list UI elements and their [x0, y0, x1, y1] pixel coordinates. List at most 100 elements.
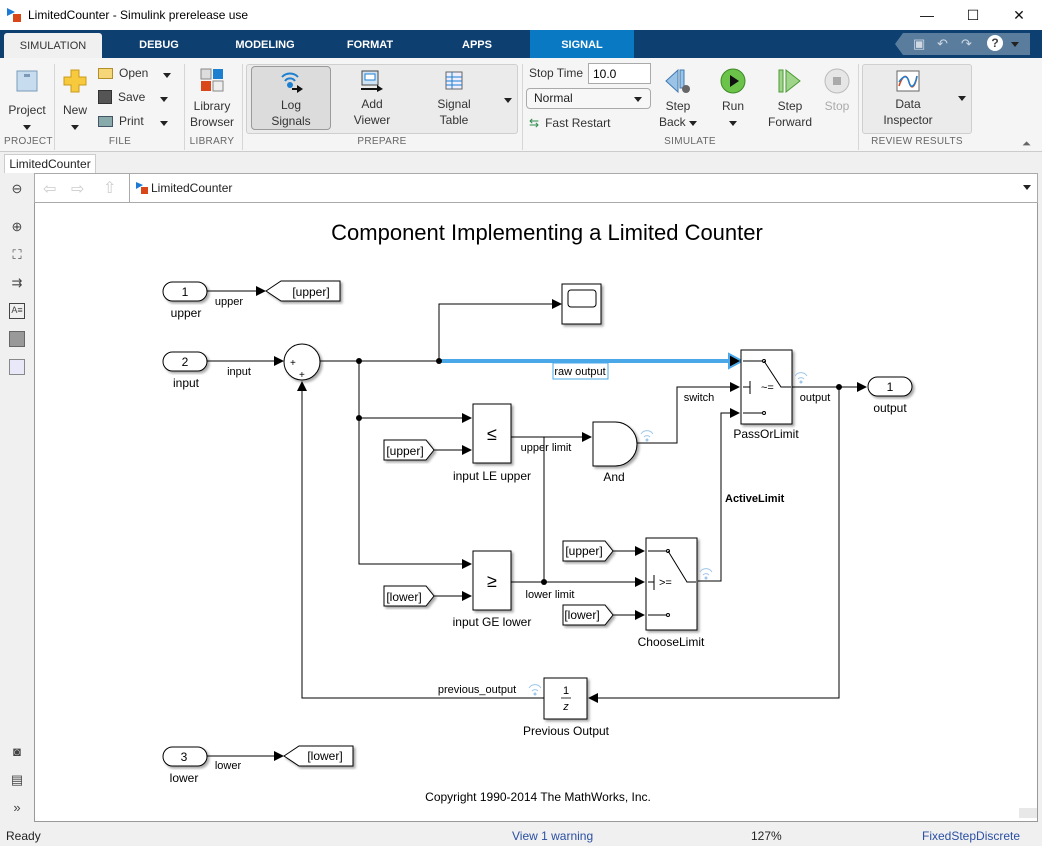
forward-arrow-icon[interactable]: ⇨: [71, 181, 85, 198]
step-back-dropdown-icon[interactable]: [689, 121, 698, 126]
log-signals-button[interactable]: Log Signals: [251, 66, 331, 130]
sum-block[interactable]: + +: [283, 343, 321, 381]
project-dropdown-icon[interactable]: [23, 125, 31, 130]
tab-signal[interactable]: SIGNAL: [530, 30, 634, 58]
log-signals-icon: [281, 72, 303, 93]
run-button[interactable]: Run: [714, 68, 752, 130]
document-tab[interactable]: LimitedCounter: [4, 154, 96, 173]
switch-pass-or-limit[interactable]: ~= PassOrLimit: [733, 349, 799, 441]
breadcrumb-dropdown-icon[interactable]: [1023, 185, 1031, 190]
data-inspector-button[interactable]: Data Inspector: [866, 70, 950, 128]
tab-modeling[interactable]: MODELING: [235, 39, 295, 51]
expand-palette-icon[interactable]: »: [13, 800, 21, 815]
signal-line-to-ge[interactable]: [358, 418, 472, 569]
model-canvas[interactable]: Component Implementing a Limited Counter…: [34, 203, 1038, 822]
help-dropdown-icon[interactable]: [1011, 42, 1019, 47]
annotation-icon[interactable]: A≡: [9, 303, 25, 319]
signal-line-to-scope[interactable]: [438, 299, 562, 361]
signal-label-active-limit: ActiveLimit: [725, 493, 785, 505]
project-icon: [16, 70, 38, 92]
up-arrow-icon[interactable]: ⇧: [103, 180, 117, 197]
from-lower-ge[interactable]: [lower]: [383, 585, 435, 607]
review-gallery-expand-icon[interactable]: [958, 96, 966, 101]
help-icon[interactable]: ?: [987, 35, 1003, 51]
new-button[interactable]: New: [58, 68, 92, 134]
fast-restart-button[interactable]: ⇆Fast Restart: [529, 116, 611, 130]
scope-block[interactable]: [561, 283, 602, 325]
group-simulate: SIMULATE: [664, 136, 716, 147]
outport-output[interactable]: 1 output: [867, 376, 913, 415]
inport-lower[interactable]: 3 lower: [162, 746, 208, 785]
simulation-mode-select[interactable]: Normal: [526, 88, 651, 109]
area-icon[interactable]: [9, 359, 25, 375]
signal-label-switch: switch: [684, 392, 715, 404]
from-upper-choose[interactable]: [upper]: [562, 540, 614, 562]
compare-le-block[interactable]: ≤ input LE upper: [453, 403, 531, 483]
minimize-button[interactable]: —: [920, 7, 934, 23]
prepare-gallery-expand-icon[interactable]: [504, 98, 512, 103]
fit-to-view-icon[interactable]: ⛶: [12, 247, 22, 262]
svg-text:3: 3: [181, 750, 188, 764]
switch-choose-limit[interactable]: >= ChooseLimit: [638, 537, 705, 649]
back-arrow-icon[interactable]: ⇦: [43, 181, 57, 198]
tab-debug[interactable]: DEBUG: [139, 39, 179, 51]
model-icon: [135, 181, 149, 195]
collapse-ribbon-icon[interactable]: ⏶: [1022, 138, 1031, 150]
redo-icon[interactable]: ↷: [961, 36, 972, 51]
inport-input[interactable]: 2 input: [162, 351, 208, 390]
tab-apps[interactable]: APPS: [462, 39, 492, 51]
step-forward-button[interactable]: Step Forward: [762, 68, 818, 130]
stop-time-input[interactable]: [588, 63, 651, 84]
route-lines-icon[interactable]: ⇉: [11, 275, 23, 290]
signal-table-button[interactable]: Signal Table: [424, 70, 484, 128]
svg-text:[upper]: [upper]: [292, 285, 329, 299]
warning-link[interactable]: View 1 warning: [512, 829, 594, 843]
print-dropdown-icon[interactable]: [160, 121, 168, 126]
unit-delay-block[interactable]: 1 z Previous Output: [523, 677, 610, 738]
add-viewer-button[interactable]: Add Viewer: [340, 70, 404, 128]
compare-ge-block[interactable]: ≥ input GE lower: [453, 550, 532, 629]
close-button[interactable]: ✕: [1013, 6, 1025, 23]
solver-link[interactable]: FixedStepDiscrete: [922, 829, 1021, 843]
hide-explorer-icon[interactable]: ⊖: [11, 181, 23, 196]
status-bar: Ready View 1 warning 127% FixedStepDiscr…: [0, 824, 1042, 846]
save-button[interactable]: Save: [98, 90, 145, 104]
signal-line-previous-output[interactable]: [297, 381, 544, 699]
project-button[interactable]: Project: [4, 68, 50, 134]
from-upper-le[interactable]: [upper]: [383, 439, 435, 461]
library-browser-icon: [200, 68, 224, 92]
open-button[interactable]: Open: [98, 66, 148, 80]
print-button[interactable]: Print: [98, 114, 144, 128]
zoom-in-icon[interactable]: ⊕: [11, 219, 23, 234]
image-icon[interactable]: [9, 331, 25, 347]
signal-label-upper: upper: [215, 296, 243, 308]
undo-icon[interactable]: ↶: [937, 36, 948, 51]
screenshot-camera-icon[interactable]: ◙: [13, 744, 21, 759]
block-diagram: Component Implementing a Limited Counter…: [162, 220, 1037, 818]
tab-simulation[interactable]: SIMULATION: [4, 33, 102, 58]
signal-line-to-le[interactable]: [358, 361, 472, 423]
property-inspector-icon[interactable]: ▤: [10, 772, 24, 787]
and-block[interactable]: And: [592, 421, 638, 484]
goto-lower[interactable]: [lower]: [283, 745, 354, 767]
save-icon[interactable]: ▣: [913, 36, 926, 51]
stop-button[interactable]: Stop: [820, 68, 854, 114]
new-dropdown-icon[interactable]: [71, 125, 79, 130]
signal-line-switch[interactable]: [637, 382, 740, 444]
canvas-resize-grip[interactable]: [1019, 808, 1037, 818]
open-dropdown-icon[interactable]: [163, 73, 171, 78]
from-lower-choose[interactable]: [lower]: [562, 604, 614, 626]
library-browser-button[interactable]: Library Browser: [188, 68, 236, 130]
maximize-button[interactable]: ☐: [966, 6, 980, 23]
signal-label-previous-output: previous_output: [438, 684, 516, 696]
save-dropdown-icon[interactable]: [160, 97, 168, 102]
run-dropdown-icon[interactable]: [729, 121, 737, 126]
signal-line-feedback[interactable]: [588, 387, 840, 703]
inport-upper[interactable]: 1 upper: [162, 281, 208, 320]
step-back-button[interactable]: Step Back: [657, 68, 699, 130]
signal-line-active-limit[interactable]: [698, 408, 740, 582]
tab-format[interactable]: FORMAT: [346, 39, 394, 51]
breadcrumb[interactable]: LimitedCounter: [151, 181, 233, 195]
group-prepare: PREPARE: [357, 136, 407, 147]
goto-upper[interactable]: [upper]: [265, 280, 341, 302]
